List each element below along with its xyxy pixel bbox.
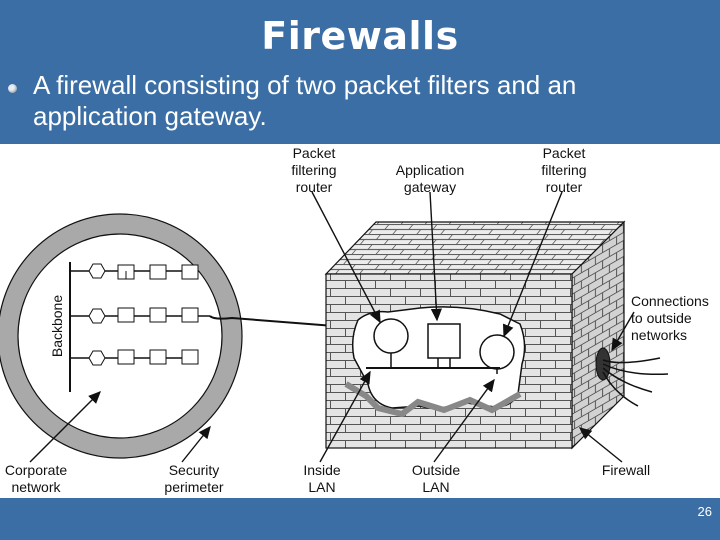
outside-packet-filter-router	[479, 334, 515, 370]
label-outside-connections: networks	[631, 327, 687, 343]
label-inside-lan: LAN	[308, 479, 335, 495]
page-number: 26	[697, 504, 712, 519]
label-outside-connections: Connections	[631, 293, 709, 309]
label-outside-lan: Outside	[412, 462, 460, 478]
diagram-labels: Packet filtering router Application gate…	[5, 145, 709, 495]
firewall-components	[366, 318, 515, 374]
inside-packet-filter-router	[373, 318, 409, 354]
footer-bar	[0, 498, 720, 540]
bullet-dot-icon	[8, 84, 17, 93]
corporate-link-line	[209, 315, 361, 329]
label-security-perimeter: Security	[169, 462, 220, 478]
label-packet-filter-right: Packet	[543, 145, 586, 161]
network-row	[70, 307, 210, 324]
label-corporate-network: network	[11, 479, 61, 495]
label-packet-filter-left: router	[296, 179, 333, 195]
label-security-perimeter: perimeter	[164, 479, 223, 495]
annotation-arrows	[29, 191, 635, 463]
label-packet-filter-left: Packet	[293, 145, 336, 161]
security-perimeter-ring	[0, 213, 243, 459]
bullet-text: A firewall consisting of two packet filt…	[33, 70, 577, 131]
slide-title: Firewalls	[261, 14, 459, 58]
label-application-gateway: Application	[396, 162, 465, 178]
application-gateway-box	[427, 323, 461, 359]
outside-connections	[602, 357, 669, 407]
label-inside-lan: Inside	[303, 462, 341, 478]
label-packet-filter-right: router	[546, 179, 583, 195]
label-application-gateway: gateway	[404, 179, 456, 195]
firewall-diagram: Backbone	[0, 144, 720, 498]
label-packet-filter-left: filtering	[291, 162, 336, 178]
corporate-network: Backbone	[49, 262, 210, 392]
firewall-wall	[324, 220, 626, 450]
network-row	[70, 349, 199, 366]
backbone-label: Backbone	[49, 295, 65, 357]
label-packet-filter-right: filtering	[541, 162, 586, 178]
label-firewall: Firewall	[602, 462, 650, 478]
label-outside-connections: to outside	[631, 310, 692, 326]
label-outside-lan: LAN	[422, 479, 449, 495]
firewall-diagram-svg: Backbone	[0, 145, 709, 495]
label-corporate-network: Corporate	[5, 462, 67, 478]
network-row	[70, 263, 199, 280]
